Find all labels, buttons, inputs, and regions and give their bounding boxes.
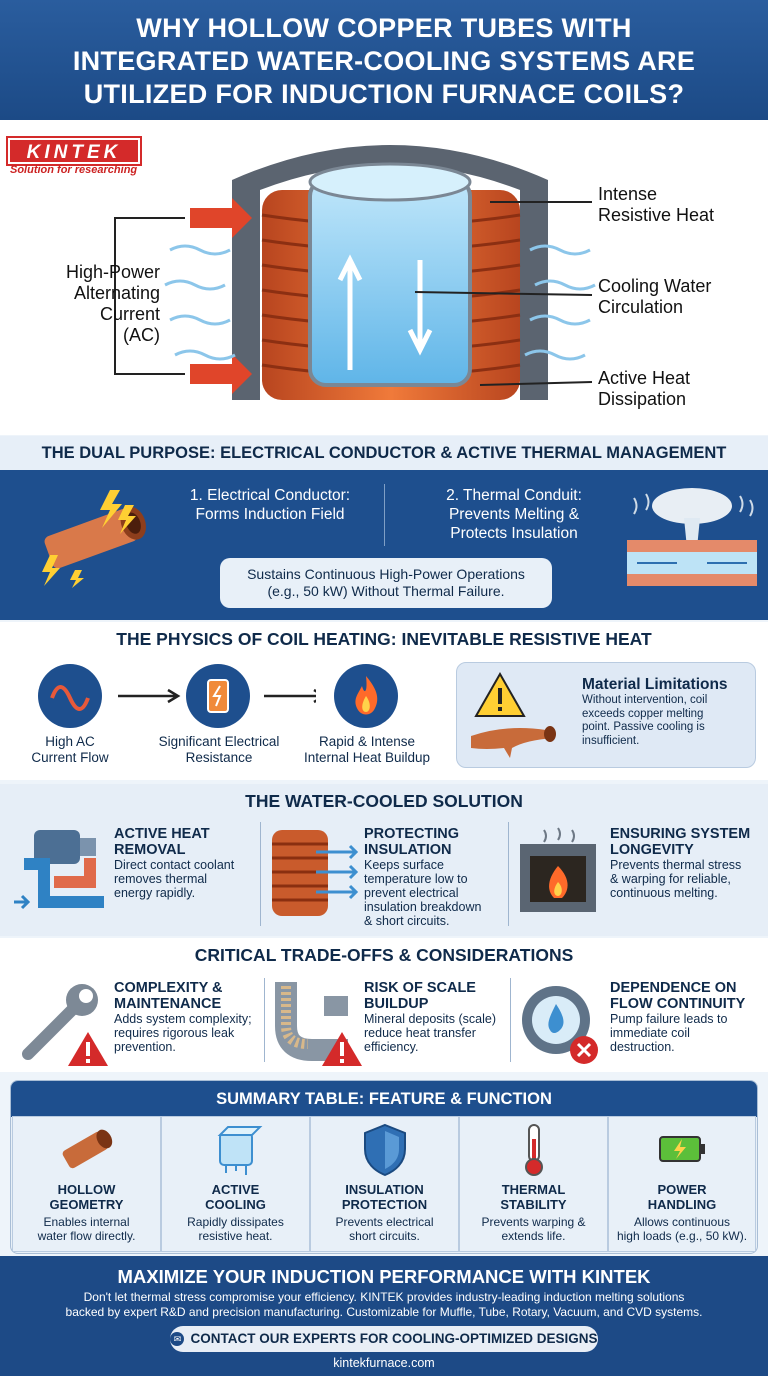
complexity-maintenance-item: COMPLEXITY & MAINTENANCE Adds system com…: [114, 980, 252, 1054]
resistor-icon: [186, 664, 250, 728]
pump-pipe-icon: [14, 830, 104, 910]
system-longevity-item: ENSURING SYSTEM LONGEVITY Prevents therm…: [610, 826, 751, 900]
ac-input-arrows: [190, 198, 252, 394]
fire-icon: [334, 664, 398, 728]
melting-tube-icon: [471, 671, 556, 758]
tradeoffs-heading: CRITICAL TRADE-OFFS & CONSIDERATIONS: [194, 945, 574, 965]
kintek-logo[interactable]: KINTEK: [6, 136, 142, 166]
step-resistance: Significant Electrical Resistance: [158, 734, 280, 765]
heat-dissipation-label: Active Heat Dissipation: [598, 368, 691, 409]
furnace-flame-icon: [520, 827, 596, 912]
flow-gauge-failure-icon: [522, 986, 598, 1064]
dual-purpose-heading: THE DUAL PURPOSE: ELECTRICAL CONDUCTOR &…: [0, 436, 768, 470]
summary-col-thermal-stability: THERMAL STABILITY Prevents warping & ext…: [459, 1116, 608, 1252]
cooling-water-label: Cooling Water Circulation: [598, 276, 712, 317]
physics-heading: THE PHYSICS OF COIL HEATING: INEVITABLE …: [0, 622, 768, 656]
copper-tube-icon: [62, 1129, 112, 1169]
insulated-coil-icon: [272, 830, 359, 916]
protecting-insulation-item: PROTECTING INSULATION Keeps surface temp…: [364, 826, 482, 928]
footer-desc-line1: Don't let thermal stress compromise your…: [83, 1290, 685, 1304]
flow-continuity-item: DEPENDENCE ON FLOW CONTINUITY Pump failu…: [610, 980, 746, 1054]
continuous-operation-callout: Sustains Continuous High-Power Operation…: [220, 558, 552, 608]
water-flow-arrows: [337, 254, 433, 370]
summary-col-insulation-protection: INSULATION PROTECTION Prevents electrica…: [310, 1116, 459, 1252]
wrench-warning-icon: [22, 984, 108, 1066]
furnace-housing: [232, 145, 548, 400]
footer-title: MAXIMIZE YOUR INDUCTION PERFORMANCE WITH…: [117, 1266, 651, 1287]
scaled-pipe-warning-icon: [275, 982, 362, 1066]
contact-experts-button[interactable]: ✉CONTACT OUR EXPERTS FOR COOLING-OPTIMIZ…: [170, 1326, 598, 1352]
thermometer-icon: [524, 1124, 543, 1176]
footer: MAXIMIZE YOUR INDUCTION PERFORMANCE WITH…: [0, 1256, 768, 1376]
summary-col-power-handling: POWER HANDLING Allows continuous high lo…: [608, 1116, 756, 1252]
step-ac-flow: High AC Current Flow: [31, 734, 109, 765]
summary-heading: SUMMARY TABLE: FEATURE & FUNCTION: [11, 1081, 757, 1117]
page-header: WHY HOLLOW COPPER TUBES WITH INTEGRATED …: [0, 0, 768, 120]
solution-panel: [0, 784, 768, 936]
ac-current-label: High-Power Alternating Current (AC): [65, 262, 160, 345]
steam-vent-icon: [627, 488, 757, 586]
thermal-conduit-item: 2. Thermal Conduit: Prevents Melting & P…: [446, 487, 582, 542]
copper-tube-lightning-icon: [42, 490, 146, 588]
battery-icon: [659, 1136, 705, 1162]
step-heat-buildup: Rapid & Intense Internal Heat Buildup: [303, 734, 431, 765]
resistive-heat-label: Intense Resistive Heat: [598, 184, 715, 225]
active-heat-removal-item: ACTIVE HEAT REMOVAL Direct contact coola…: [114, 826, 235, 900]
ice-cube-icon: [217, 1126, 262, 1175]
coil-diagram: [114, 145, 596, 400]
shield-icon: [363, 1123, 406, 1177]
summary-col-active-cooling: ACTIVE COOLING Rapidly dissipates resist…: [161, 1116, 310, 1252]
tradeoffs-panel: [0, 938, 768, 1072]
envelope-icon: ✉: [170, 1332, 185, 1347]
ac-wave-icon: [38, 664, 102, 728]
scale-buildup-item: RISK OF SCALE BUILDUP Mineral deposits (…: [364, 980, 496, 1054]
page-title: WHY HOLLOW COPPER TUBES WITH INTEGRATED …: [72, 13, 696, 109]
water-core: [308, 178, 472, 387]
summary-col-hollow-geometry: HOLLOW GEOMETRY Enables internal water f…: [12, 1116, 161, 1252]
website-link[interactable]: kintekfurnace.com: [333, 1356, 435, 1370]
brand-tagline: Solution for researching: [10, 164, 138, 176]
heat-dissipation-arrows: [164, 244, 596, 361]
footer-desc-line2: backed by expert R&D and precision manuf…: [65, 1305, 703, 1319]
electrical-conductor-item: 1. Electrical Conductor: Forms Induction…: [189, 487, 351, 523]
solution-heading: THE WATER-COOLED SOLUTION: [245, 791, 523, 811]
